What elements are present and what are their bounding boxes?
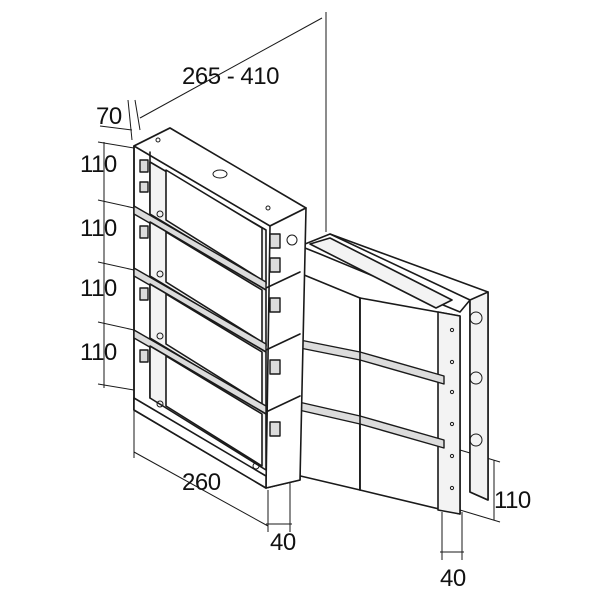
dim-module-3: 110 (80, 275, 117, 302)
dimension-labels: 265 - 410 70 110 110 110 110 260 40 110 … (80, 63, 531, 592)
dim-side-depth: 40 (440, 565, 466, 592)
box-stack (133, 127, 307, 489)
extension-assembly (289, 233, 489, 515)
dim-module-4: 110 (80, 339, 117, 366)
dim-side-height: 110 (494, 487, 531, 514)
dim-bottom-depth: 40 (270, 529, 296, 556)
dimension-lines (97, 12, 501, 560)
dim-module-2: 110 (80, 215, 117, 242)
dim-module-1: 110 (80, 151, 117, 178)
dim-bottom-width: 260 (182, 469, 221, 496)
dim-depth: 70 (96, 103, 122, 130)
dim-top-width: 265 - 410 (182, 63, 279, 90)
